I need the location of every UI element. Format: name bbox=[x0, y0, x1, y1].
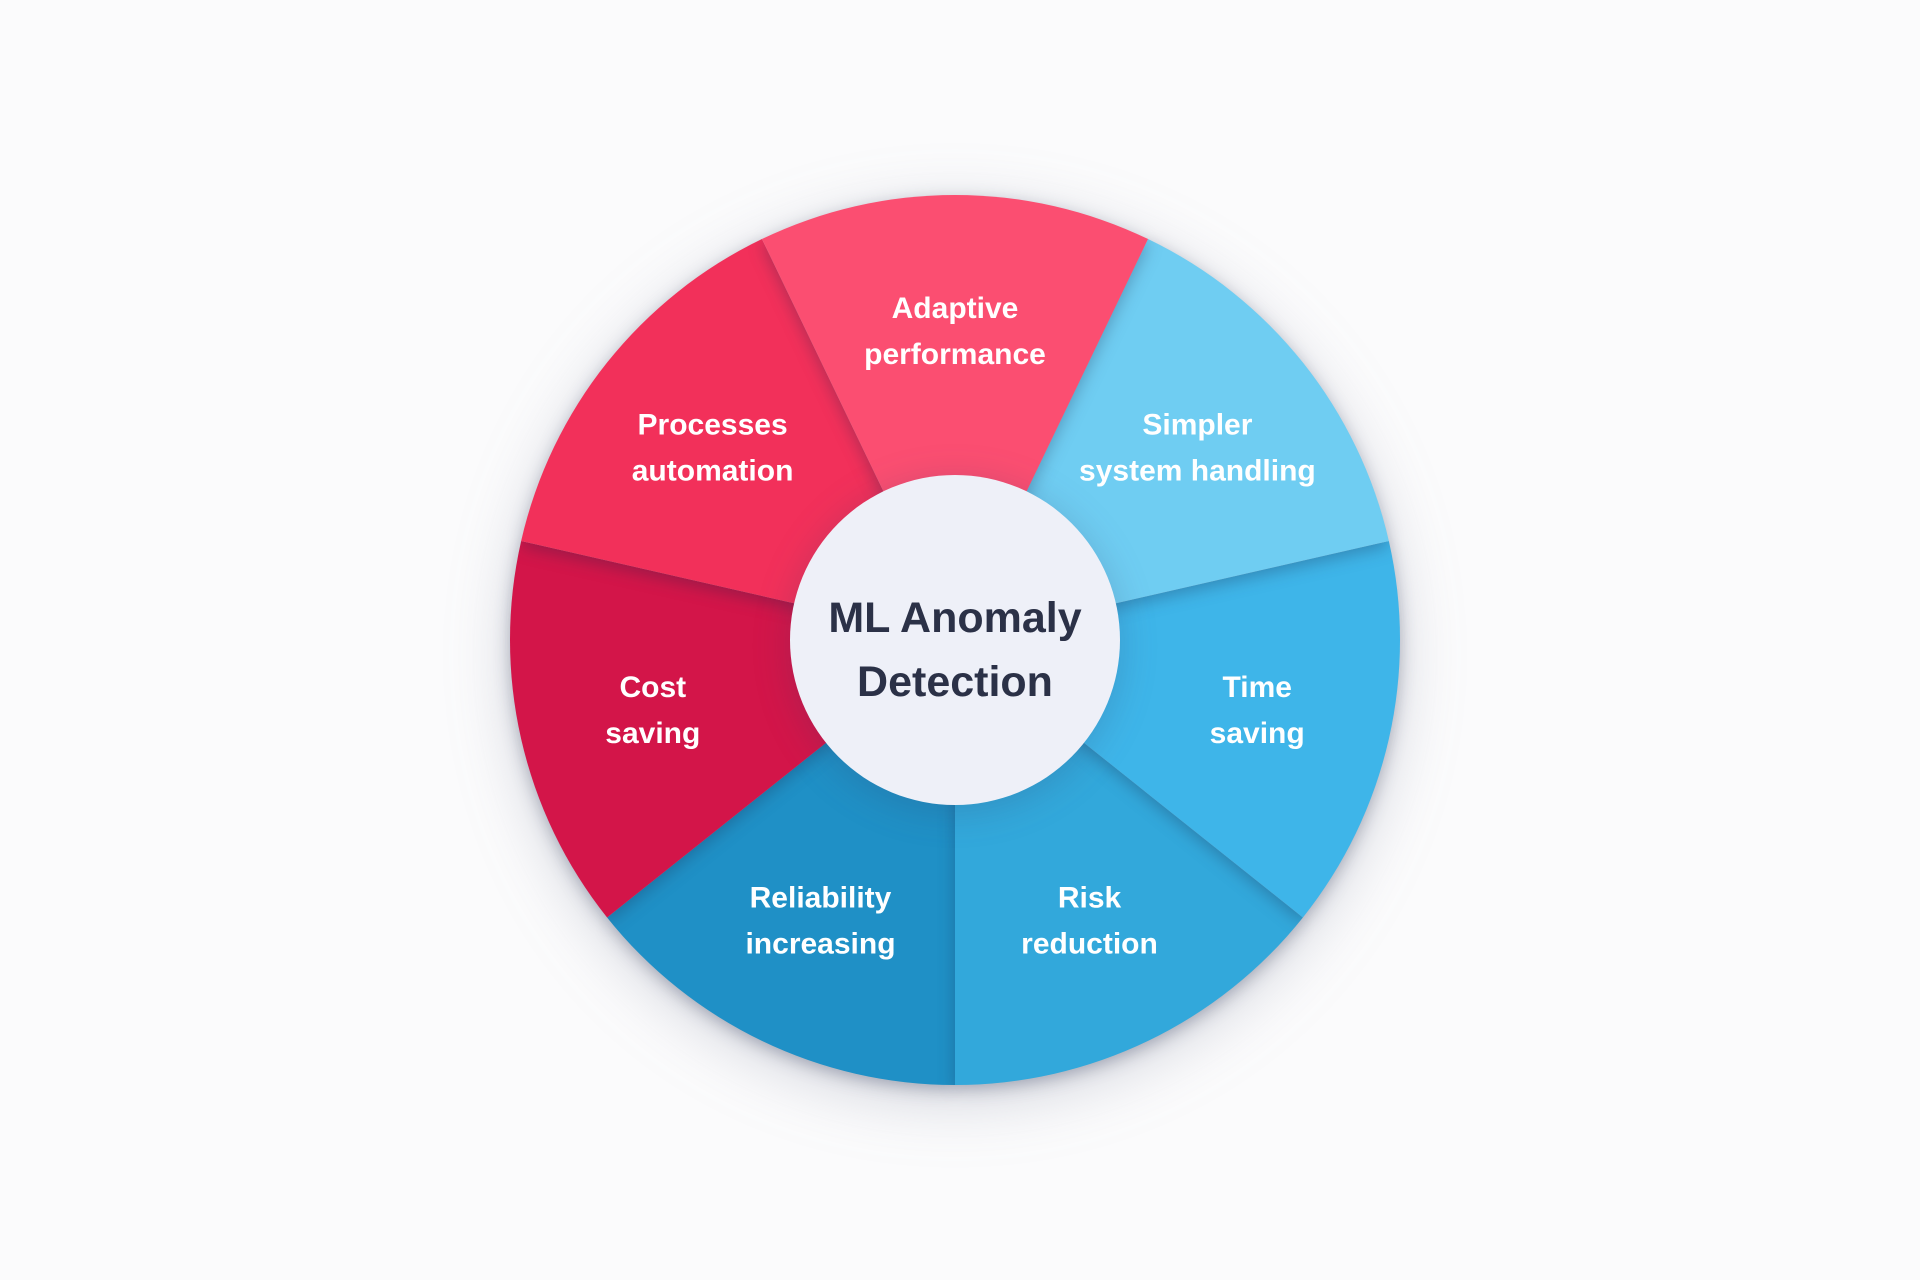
segment-label-reliability-increasing-line1: Reliability bbox=[750, 881, 892, 914]
center-title-line2: Detection bbox=[857, 658, 1053, 706]
segment-label-processes-automation-line2: automation bbox=[632, 455, 794, 488]
segment-label-simpler-system-handling-line1: Simpler bbox=[1142, 409, 1252, 442]
segment-label-cost-saving-line1: Cost bbox=[619, 671, 686, 704]
segment-label-cost-saving-line2: saving bbox=[605, 717, 700, 750]
segment-label-time-saving-line2: saving bbox=[1210, 717, 1305, 750]
segment-label-reliability-increasing-line2: increasing bbox=[745, 927, 895, 960]
segment-label-risk-reduction-line1: Risk bbox=[1058, 881, 1122, 914]
segment-label-adaptive-performance-line2: performance bbox=[864, 338, 1046, 371]
segment-label-processes-automation-line1: Processes bbox=[638, 409, 788, 442]
segment-label-risk-reduction-line2: reduction bbox=[1021, 927, 1158, 960]
segment-label-time-saving-line1: Time bbox=[1222, 671, 1291, 704]
segment-label-simpler-system-handling-line2: system handling bbox=[1079, 455, 1316, 488]
segment-label-adaptive-performance-line1: Adaptive bbox=[892, 292, 1019, 325]
segment-adaptive-performance bbox=[761, 194, 1149, 640]
center-title-line1: ML Anomaly bbox=[828, 594, 1081, 642]
center-circle bbox=[790, 475, 1120, 805]
